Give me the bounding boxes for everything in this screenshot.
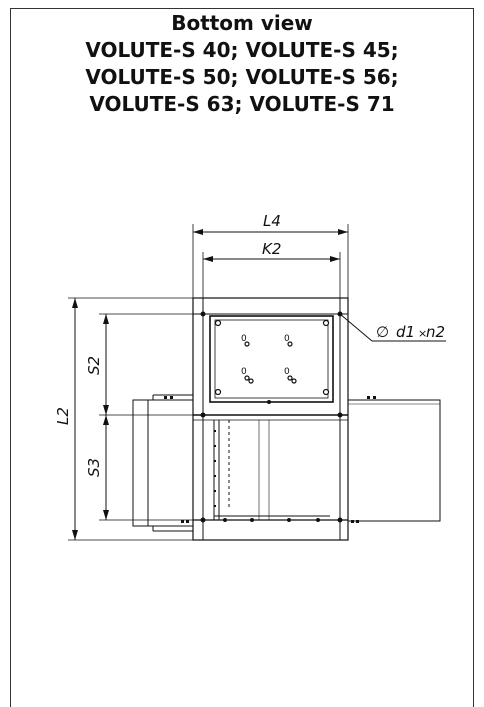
plate-hole-mark-2: 0 [241, 367, 247, 377]
dimension-l4 [192, 224, 349, 300]
dimension-s3 [99, 415, 205, 521]
label-d1: d1 [396, 323, 415, 341]
hole-callout: ∅ d1 × n2 [376, 323, 445, 341]
label-k2: K2 [262, 240, 281, 258]
label-l4: L4 [263, 212, 281, 230]
dimension-s2 [99, 313, 205, 416]
title-line-2: VOLUTE-S 40; VOLUTE-S 45; [85, 38, 399, 62]
title-line-1: Bottom view [171, 11, 313, 35]
fan-housing [192, 297, 349, 541]
mounting-holes [200, 311, 343, 523]
louver-ticks [214, 430, 216, 507]
right-duct [347, 399, 441, 522]
duct-tabs [164, 396, 376, 523]
motor-plate [209, 315, 334, 403]
dimension-l2 [68, 297, 205, 541]
label-s3: S3 [85, 458, 103, 477]
louver-section [213, 420, 330, 520]
drawing-frame [10, 8, 474, 707]
label-s2: S2 [85, 356, 103, 375]
title-line-3: VOLUTE-S 50; VOLUTE-S 56; [85, 65, 399, 89]
title-line-4: VOLUTE-S 63; VOLUTE-S 71 [89, 92, 395, 116]
label-n2: n2 [426, 323, 445, 341]
label-l2: L2 [54, 407, 72, 425]
left-duct [132, 394, 194, 532]
plate-hole-mark-1: 0 [241, 334, 247, 344]
diameter-symbol: ∅ [376, 323, 389, 341]
dimension-k2 [202, 252, 341, 300]
hole-leader [339, 313, 446, 342]
plate-holes [214, 319, 330, 396]
plate-hole-mark-3: 0 [284, 334, 290, 344]
label-times: × [418, 327, 427, 340]
plate-hole-mark-4: 0 [284, 367, 290, 377]
drawing-title: Bottom view VOLUTE-S 40; VOLUTE-S 45; VO… [0, 10, 484, 118]
